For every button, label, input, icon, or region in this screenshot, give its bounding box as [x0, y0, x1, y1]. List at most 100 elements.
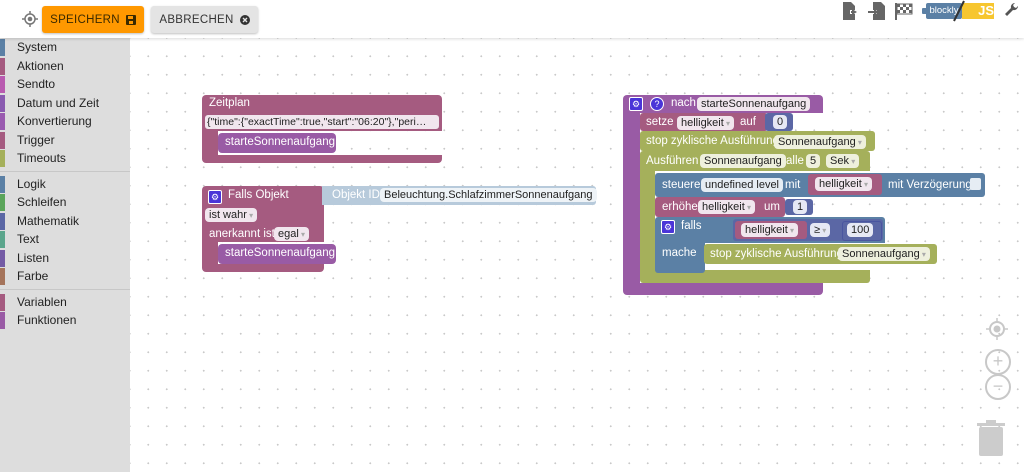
floppy-icon — [125, 14, 136, 25]
if-var-dropdown[interactable]: helligkeit — [741, 223, 799, 237]
category-label: Mathematik — [17, 213, 80, 228]
set-to-label: auf — [740, 116, 756, 128]
gear-icon[interactable]: ⚙ — [208, 190, 222, 204]
wrench-icon[interactable] — [1003, 0, 1021, 22]
toolbox-sidebar: System Aktionen Sendto Datum und Zeit Ko… — [0, 38, 130, 472]
category-system[interactable]: System — [0, 38, 130, 57]
increment-label: erhöhe — [662, 201, 698, 213]
category-listen[interactable]: Listen — [0, 249, 130, 268]
number-block[interactable]: 1 — [785, 199, 813, 215]
schedule-call-label: starteSonnenaufgang — [225, 136, 335, 148]
zoom-in-icon[interactable]: + — [985, 349, 1011, 375]
interval-name-field[interactable]: Sonnenaufgang — [700, 154, 786, 168]
category-color-bar — [0, 268, 5, 285]
category-color-bar — [0, 76, 5, 93]
category-color-bar — [0, 94, 5, 112]
condition-dropdown[interactable]: ist wahr — [205, 208, 258, 222]
category-label: Trigger — [17, 132, 55, 147]
every-value-field[interactable]: 5 — [806, 154, 821, 168]
category-color-bar — [0, 175, 5, 193]
number-block[interactable]: 100 — [842, 221, 882, 241]
function-name-field[interactable]: starteSonnenaufgang — [697, 97, 811, 111]
category-color-bar — [0, 212, 5, 230]
stop-name-dropdown[interactable]: Sonnenaufgang — [774, 135, 866, 149]
category-label: Listen — [17, 250, 50, 265]
category-color-bar — [0, 293, 5, 311]
zoom-out-icon[interactable]: − — [985, 374, 1011, 400]
top-toolbar: SPEICHERN ABBRECHEN blockly JS — [0, 0, 1024, 38]
delay-checkbox[interactable] — [970, 178, 981, 190]
control-var-dropdown[interactable]: helligkeit — [815, 177, 873, 191]
do-stop-name-dropdown[interactable]: Sonnenaufgang — [838, 247, 930, 261]
category-logik[interactable]: Logik — [0, 175, 130, 194]
category-sendto[interactable]: Sendto — [0, 75, 130, 94]
category-konvertierung[interactable]: Konvertierung — [0, 112, 130, 131]
trigger-call-label: starteSonnenaufgang — [225, 247, 335, 259]
category-label: Funktionen — [17, 313, 77, 327]
js-label: JS — [962, 3, 994, 19]
unit-dropdown[interactable]: Sek — [826, 154, 860, 168]
category-color-bar — [0, 131, 5, 149]
category-variablen[interactable]: Variablen — [0, 293, 130, 312]
if-label: falls — [681, 220, 702, 232]
category-schleifen[interactable]: Schleifen — [0, 193, 130, 212]
category-label: Schleifen — [17, 195, 67, 209]
help-icon[interactable]: ? — [650, 97, 664, 111]
set-value-field[interactable]: 0 — [773, 115, 788, 129]
category-label: Timeouts — [17, 151, 66, 165]
if-value-field[interactable]: 100 — [847, 223, 874, 237]
trigger-title: Falls Objekt — [228, 189, 289, 201]
do-label: mache — [662, 247, 697, 259]
import-icon[interactable] — [868, 0, 886, 22]
cancel-button[interactable]: ABBRECHEN — [151, 6, 258, 33]
object-id-block[interactable]: Objekt ID Beleuchtung.SchlafzimmerSonnen… — [322, 186, 597, 205]
category-separator — [0, 288, 130, 290]
control-object-field[interactable]: undefined level — [701, 178, 784, 192]
object-id-label: Objekt ID — [332, 189, 380, 201]
number-block[interactable]: 0 — [765, 113, 793, 131]
gear-icon[interactable]: ⚙ — [661, 220, 675, 234]
stop-label: stop zyklische Ausführung — [646, 135, 779, 147]
category-funktionen[interactable]: Funktionen — [0, 311, 130, 330]
category-datum-und-zeit[interactable]: Datum und Zeit — [0, 94, 130, 113]
every-label: alle — [786, 155, 804, 167]
locate-icon[interactable] — [22, 11, 38, 27]
save-button[interactable]: SPEICHERN — [42, 6, 144, 33]
trigger-call-block[interactable]: starteSonnenaufgang — [218, 244, 336, 264]
object-id-field[interactable]: Beleuchtung.SchlafzimmerSonnenaufgang — [380, 188, 597, 202]
category-color-bar — [0, 39, 5, 56]
set-var-dropdown[interactable]: helligkeit — [677, 116, 735, 130]
checkered-flag-icon[interactable] — [894, 0, 914, 22]
category-label: Sendto — [17, 77, 56, 91]
category-label: Variablen — [17, 294, 67, 309]
do-stop-label: stop zyklische Ausführung — [710, 248, 843, 260]
export-icon[interactable] — [842, 0, 860, 22]
gear-icon[interactable]: ⚙ — [629, 97, 643, 111]
schedule-value-field[interactable]: {"time":{"exactTime":true,"start":"06:20… — [205, 115, 439, 129]
close-circle-icon — [239, 14, 250, 25]
category-label: Text — [17, 232, 40, 246]
category-timeouts[interactable]: Timeouts — [0, 149, 130, 168]
category-aktionen[interactable]: Aktionen — [0, 57, 130, 76]
ack-label: anerkannt ist — [209, 228, 275, 240]
if-operator-dropdown[interactable]: ≥ — [810, 223, 831, 237]
trash-icon[interactable] — [974, 416, 1008, 458]
variable-get-block[interactable]: helligkeit — [735, 221, 807, 239]
blockly-label: blockly — [926, 3, 962, 19]
category-color-bar — [0, 312, 5, 329]
category-text[interactable]: Text — [0, 230, 130, 249]
blockly-js-toggle[interactable]: blockly JS — [922, 0, 994, 22]
increment-var-dropdown[interactable]: helligkeit — [698, 200, 756, 214]
category-farbe[interactable]: Farbe — [0, 267, 130, 286]
category-mathematik[interactable]: Mathematik — [0, 212, 130, 231]
category-label: System — [17, 40, 58, 54]
control-label: steuere — [662, 179, 701, 191]
schedule-call-block[interactable]: starteSonnenaufgang — [218, 133, 336, 153]
delay-label: mit Verzögerung — [888, 179, 972, 191]
category-label: Konvertierung — [17, 114, 92, 128]
variable-get-block[interactable]: helligkeit — [808, 174, 882, 195]
increment-value-field[interactable]: 1 — [793, 200, 808, 214]
recenter-icon[interactable] — [986, 318, 1008, 340]
ack-dropdown[interactable]: egal — [274, 227, 310, 241]
category-trigger[interactable]: Trigger — [0, 131, 130, 150]
